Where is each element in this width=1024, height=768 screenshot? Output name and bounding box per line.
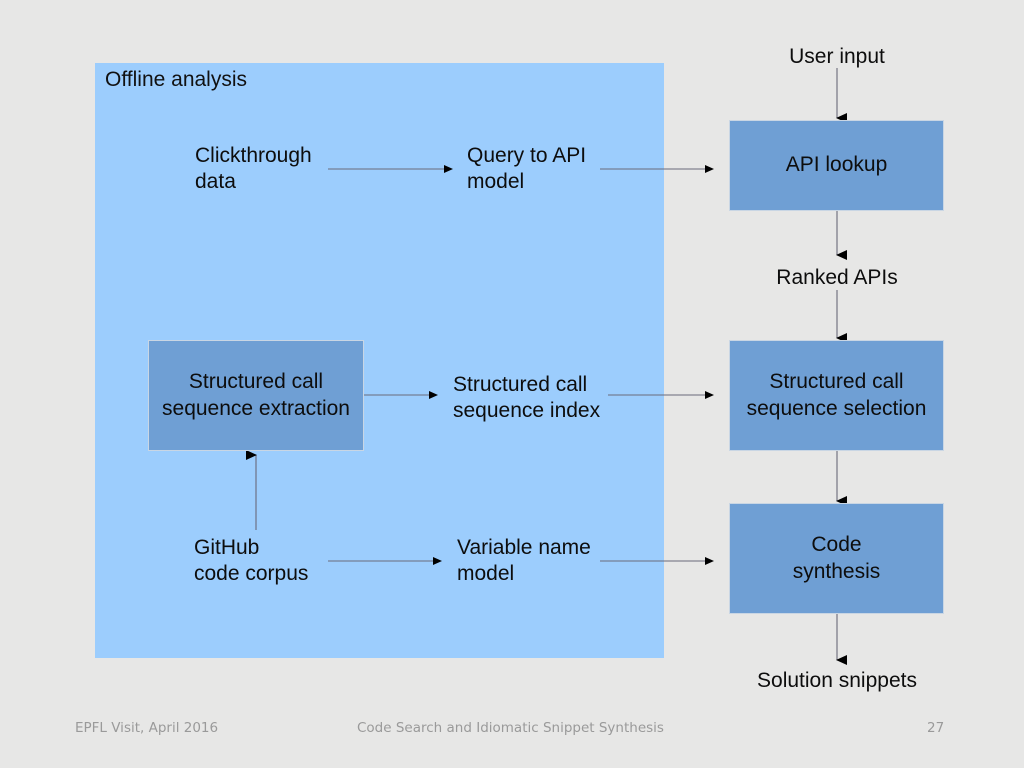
box-structured-call-sequence-selection[interactable]: Structured call sequence selection [729,340,944,451]
label-variable-name-model: Variable name model [457,536,591,585]
slide-footer: EPFL Visit, April 2016 Code Search and I… [0,720,1024,744]
footer-page-number: 27 [927,720,945,736]
footer-event-label: EPFL Visit, April 2016 [75,720,219,736]
footer-presentation-title: Code Search and Idiomatic Snippet Synthe… [357,720,664,736]
label-user-input: User input [789,45,885,68]
box-structured-call-sequence-extraction[interactable]: Structured call sequence extraction [148,340,364,451]
offline-analysis-label: Offline analysis [105,68,248,91]
label-structured-call-sequence-index: Structured call sequence index [453,373,601,422]
label-solution-snippets: Solution snippets [757,669,917,692]
box-code-synthesis[interactable]: Code synthesis [729,503,944,614]
label-clickthrough-data: Clickthrough data [195,144,312,193]
box-api-lookup[interactable]: API lookup [729,120,944,211]
label-query-to-api-model: Query to API model [467,144,587,193]
label-ranked-apis: Ranked APIs [776,266,898,289]
label-github-code-corpus: GitHub code corpus [194,536,309,585]
